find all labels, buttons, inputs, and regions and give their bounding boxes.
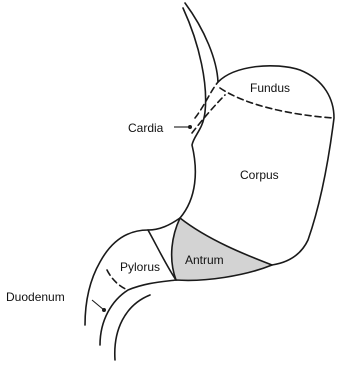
label-fundus: Fundus bbox=[250, 81, 290, 95]
label-antrum: Antrum bbox=[185, 253, 224, 267]
label-duodenum: Duodenum bbox=[6, 290, 65, 304]
duodenum-inner-wall bbox=[115, 295, 150, 360]
cardia-dashed-boundary-lower bbox=[192, 95, 225, 133]
cardia-leader-dot bbox=[188, 125, 192, 129]
cardia-dashed-boundary-upper bbox=[195, 82, 218, 118]
greater-curvature-wall bbox=[100, 3, 334, 345]
label-cardia: Cardia bbox=[128, 121, 164, 135]
duodenum-leader-dot bbox=[102, 308, 106, 312]
label-pylorus: Pylorus bbox=[120, 260, 160, 274]
label-corpus: Corpus bbox=[240, 168, 279, 182]
duodenum-leader bbox=[92, 300, 104, 310]
